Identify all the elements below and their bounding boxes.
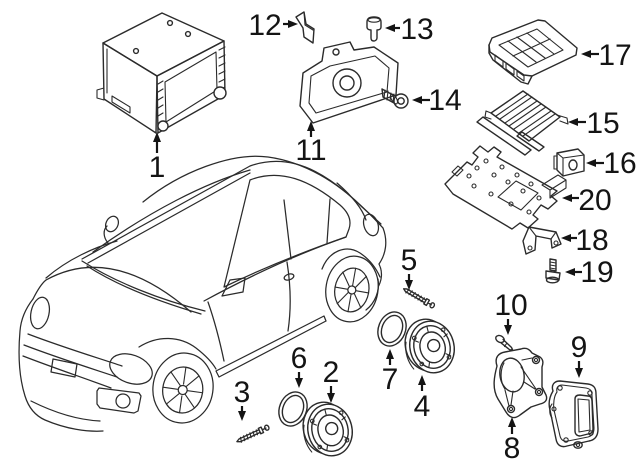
callout-3-label[interactable]: 3 [234, 376, 251, 409]
part-screw-10-drawing [495, 334, 514, 351]
callout-18-label[interactable]: 18 [575, 224, 608, 257]
part-trim-ring-7-drawing [377, 311, 407, 347]
part-speaker-bracket-drawing [493, 347, 548, 419]
callout-9-arrow [575, 368, 583, 378]
callout-1-arrow [153, 132, 161, 142]
callout-13-arrow [385, 24, 395, 32]
callout-8-label[interactable]: 8 [504, 432, 521, 465]
part-speaker-cover-drawing [548, 380, 599, 449]
callout-3-arrow [238, 411, 246, 421]
callout-5-arrow [405, 280, 413, 290]
callout-5: 5 [401, 244, 418, 290]
callout-4: 4 [414, 375, 431, 423]
callout-20-arrow [562, 194, 572, 202]
callout-17: 17 [581, 39, 632, 72]
callout-14: 14 [412, 84, 462, 117]
part-radio-head-unit-drawing [96, 12, 227, 134]
callout-18-arrow [561, 234, 571, 242]
callout-15-label[interactable]: 15 [586, 107, 619, 140]
callout-1-label[interactable]: 1 [149, 151, 166, 184]
callout-4-arrow [418, 375, 426, 385]
callout-10-label[interactable]: 10 [494, 289, 527, 322]
callout-6-arrow [295, 378, 303, 388]
callout-8: 8 [504, 417, 521, 465]
callout-6: 6 [291, 342, 308, 388]
callout-7: 7 [382, 349, 399, 396]
part-mounting-plate-drawing [444, 145, 567, 230]
part-amplifier-drawing [476, 90, 569, 156]
callout-20-label[interactable]: 20 [578, 184, 611, 217]
part-cap-drawing [366, 16, 382, 42]
callout-11-arrow [307, 121, 315, 131]
vehicle-outline-drawing [18, 155, 387, 432]
callout-7-label[interactable]: 7 [382, 363, 399, 396]
callout-19-arrow [565, 268, 575, 276]
callout-16-arrow [586, 159, 596, 167]
part-screw-3-drawing [236, 424, 270, 443]
callout-2-label[interactable]: 2 [323, 356, 340, 389]
callout-17-arrow [581, 50, 591, 58]
part-screw-5-drawing [402, 288, 436, 309]
part-bolt-drawing [545, 258, 561, 284]
callout-15: 15 [568, 107, 620, 140]
callout-12-label[interactable]: 12 [248, 9, 281, 42]
callout-14-label[interactable]: 14 [428, 84, 461, 117]
callout-16: 16 [586, 147, 637, 180]
callout-5-label[interactable]: 5 [401, 244, 418, 277]
callout-16-label[interactable]: 16 [603, 147, 636, 180]
callout-6-label[interactable]: 6 [291, 342, 308, 375]
callout-10: 10 [494, 289, 528, 335]
callout-10-arrow [504, 325, 512, 335]
callout-20: 20 [562, 184, 612, 217]
part-screw-14-drawing [381, 88, 409, 109]
part-clip-nut-drawing [553, 148, 585, 177]
callout-19: 19 [565, 256, 614, 289]
callout-2: 2 [323, 356, 340, 403]
callout-19-label[interactable]: 19 [580, 256, 613, 289]
callout-15-arrow [568, 118, 578, 126]
callout-13: 13 [385, 13, 434, 46]
callout-2-arrow [327, 393, 335, 403]
part-dash-speaker-enclosure-drawing [299, 41, 399, 124]
callout-12-arrow [288, 20, 298, 28]
callout-17-label[interactable]: 17 [598, 39, 631, 72]
part-retaining-clip-drawing [295, 11, 315, 44]
part-amplifier-cover-drawing [488, 19, 578, 85]
callout-11-label[interactable]: 11 [295, 134, 326, 167]
callout-3: 3 [234, 376, 251, 421]
callout-4-label[interactable]: 4 [414, 390, 431, 423]
callout-13-label[interactable]: 13 [400, 13, 433, 46]
callout-8-arrow [508, 417, 516, 427]
callout-18: 18 [561, 224, 609, 257]
callout-9: 9 [571, 331, 588, 378]
part-speaker-4-drawing [404, 318, 455, 374]
part-bracket-drawing [522, 226, 562, 255]
callout-9-label[interactable]: 9 [571, 331, 588, 364]
callout-11: 11 [295, 121, 327, 167]
part-trim-ring-6-drawing [278, 391, 308, 427]
callout-12: 12 [248, 9, 298, 42]
callout-14-arrow [412, 96, 422, 104]
part-speaker-2-drawing [302, 401, 353, 457]
callout-1: 1 [149, 132, 166, 184]
callout-7-arrow [386, 349, 394, 359]
